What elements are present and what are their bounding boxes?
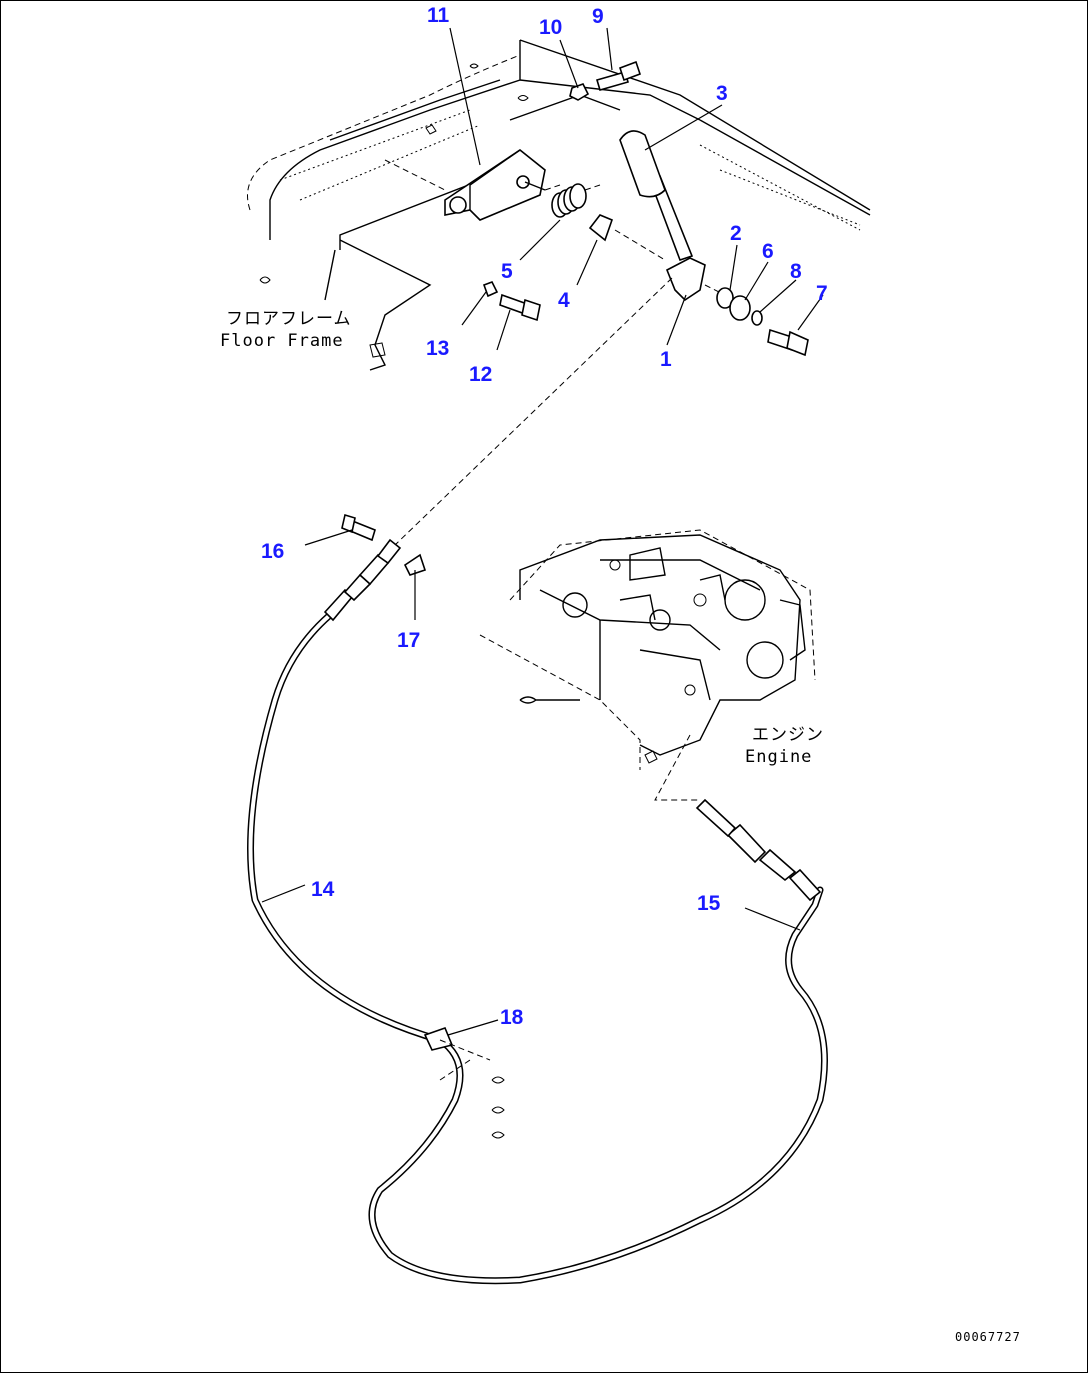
- callout-12: 12: [469, 363, 492, 386]
- callout-16: 16: [261, 540, 284, 563]
- bolt-part-12: [482, 280, 541, 322]
- floor-frame-label-jp: フロアフレーム: [226, 309, 352, 329]
- lever-part-1: [619, 130, 726, 302]
- callout-6: 6: [762, 240, 774, 263]
- cable-part-14: [247, 538, 828, 1285]
- leader-lines: [261, 27, 824, 1036]
- clamp-part-18: [423, 1026, 505, 1139]
- callout-1: 1: [660, 348, 672, 371]
- callout-10: 10: [539, 16, 562, 39]
- drawing-code: 00067727: [955, 1330, 1021, 1344]
- engine-label-jp: エンジン: [752, 725, 824, 745]
- callout-11: 11: [427, 4, 450, 27]
- callout-14: 14: [311, 878, 335, 901]
- pin-part-16: [341, 513, 376, 542]
- floor-frame-outline: [247, 39, 871, 371]
- callouts: 1 2 3 4 5 6 7 8 9 10 11 12 13 14 15 16 1…: [261, 4, 828, 1029]
- hardware-parts-2-6-8-7: [716, 287, 809, 357]
- engine-block: [479, 529, 816, 801]
- engine-label-en: Engine: [745, 747, 812, 767]
- nut-part-10: [569, 83, 590, 101]
- floor-frame-label-en: Floor Frame: [220, 331, 344, 351]
- bolt-part-9: [596, 60, 642, 91]
- callout-15: 15: [697, 892, 721, 915]
- cable-route-dashed: [394, 277, 673, 546]
- callout-3: 3: [716, 82, 728, 105]
- callout-4: 4: [558, 289, 570, 312]
- callout-2: 2: [730, 222, 742, 245]
- callout-13: 13: [426, 337, 449, 360]
- callout-7: 7: [816, 282, 828, 305]
- callout-5: 5: [501, 260, 513, 283]
- collar-part-4: [588, 214, 666, 261]
- bracket-part-11: [384, 149, 546, 221]
- clip-part-17: [403, 553, 427, 576]
- callout-18: 18: [500, 1006, 524, 1029]
- callout-9: 9: [592, 5, 604, 28]
- callout-17: 17: [397, 629, 420, 652]
- spring-part-5: [544, 183, 601, 218]
- callout-8: 8: [790, 260, 802, 283]
